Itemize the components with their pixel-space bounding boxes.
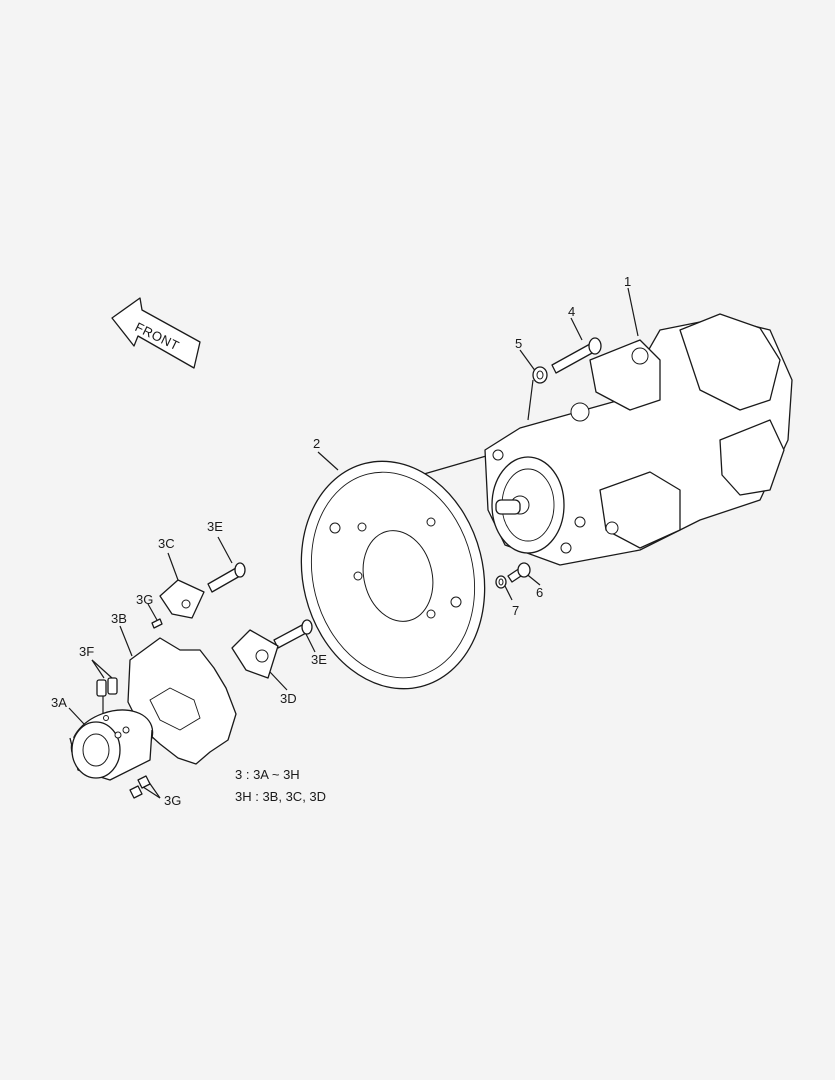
callout-4: 4 (568, 304, 576, 319)
coupling-insert-3c (159, 579, 205, 619)
front-arrow-icon: FRONT (111, 297, 201, 369)
note-line-2: 3H : 3B, 3C, 3D (235, 789, 327, 804)
callout-3g-top: 3G (136, 592, 154, 607)
coupling-hub-3a (69, 709, 154, 781)
washer-5 (532, 366, 548, 384)
bolt-4 (551, 337, 602, 374)
callout-3a: 3A (51, 695, 67, 710)
callout-6: 6 (536, 585, 544, 600)
callout-3b: 3B (111, 611, 127, 626)
leader-lines (68, 287, 639, 799)
flywheel-housing-plate (300, 460, 486, 690)
coupling-insert-3d (231, 629, 279, 679)
callout-3c: 3C (158, 536, 175, 551)
bolt-6 (507, 562, 531, 583)
callout-3e-top: 3E (207, 519, 223, 534)
callout-3g-bottom: 3G (164, 793, 182, 808)
callout-5: 5 (515, 336, 523, 351)
note-line-1: 3 : 3A ~ 3H (235, 767, 300, 782)
callout-1: 1 (624, 274, 632, 289)
bolt-3e-top (207, 562, 246, 593)
washer-7 (495, 575, 507, 589)
set-screws-3g-bottom (129, 775, 151, 799)
bolt-3e-mid (273, 619, 313, 649)
set-screw-3g-top (151, 618, 163, 629)
callout-2: 2 (313, 436, 321, 451)
callout-3d: 3D (280, 691, 297, 706)
hydraulic-pump-assembly (484, 313, 793, 566)
callout-7: 7 (512, 603, 520, 618)
set-screws-3f (96, 677, 118, 697)
callout-3f: 3F (79, 644, 95, 659)
callout-3e-mid: 3E (311, 652, 327, 667)
